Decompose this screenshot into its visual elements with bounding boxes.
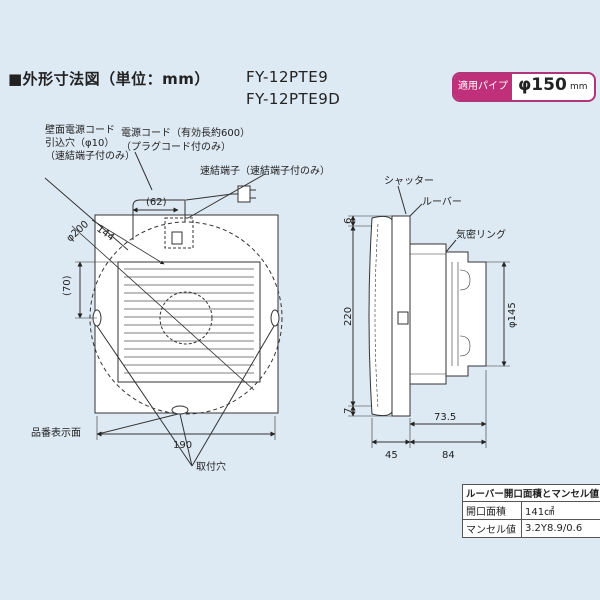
side-front-panel [368,215,393,417]
dim-84-text: 84 [442,450,455,461]
dim-220-text: 220 [343,307,354,326]
leader-cord [134,151,153,191]
model-number-1: FY-12PTE9 [246,68,329,86]
dim-70-text: (70) [62,275,73,296]
side-labels: シャッター ルーバー 気密リング 6 220 7 φ145 73.5 45 84 [343,175,518,461]
leader-shutter [397,185,407,215]
front-grille-frame [117,261,261,383]
pipe-badge-label: 適用パイプ [454,74,512,100]
inner-dashed-circle [159,291,213,345]
shutter-label: シャッター [384,175,434,187]
pipe-badge-value: φ150 [518,75,567,95]
spec-key-munsell: マンセル値 [462,519,522,538]
leader-mount-left [96,325,193,467]
mount-holes-label: 取付穴 [196,460,226,473]
leader-gasket [445,239,457,253]
dim-190-text: 190 [173,440,192,451]
spec-table-header: ルーバー開口面積とマンセル値 [462,484,600,502]
table-row: マンセル値 3.2Y8.9/0.6 [462,519,600,538]
leader-model-plate [97,413,179,435]
mount-hole-right [270,309,280,327]
terminal-box-inner [171,231,183,245]
model-plate-label: 品番表示面 [31,426,81,439]
leader-louver [409,203,423,217]
side-body [409,243,447,385]
dim-145-text: φ145 [507,302,518,328]
leader-wall-hole [44,177,129,251]
spec-value-munsell: 3.2Y8.9/0.6 [521,519,600,538]
leader-mount-right [191,325,275,467]
dim-45-text: 45 [385,450,398,461]
side-view [348,185,510,448]
power-cord-path [132,199,186,240]
power-cord-lead [185,193,238,201]
cord-label-1: 電源コード（有効長約600） [121,126,250,139]
wall-hole-label-3: （速結端子付のみ） [45,149,135,162]
dim-7-text: 7 [343,408,354,414]
louver-slats [124,268,254,374]
terminal-label: 速結端子（速結端子付のみ） [200,164,330,177]
side-louver-plate [391,215,411,417]
diagonal-144-line [91,219,165,265]
spec-value-area: 141㎠ [521,501,600,520]
pipe-size-badge: 適用パイプ φ150 mm [452,72,596,102]
leader-terminal [187,173,266,219]
spec-key-area: 開口面積 [462,501,522,520]
wall-hole-label-1: 壁面電源コード [45,123,115,136]
dim-62-text: (62) [146,197,167,208]
dim-6-text: 6 [343,218,354,224]
side-terminal [397,311,409,325]
gasket-label: 気密リング [456,228,506,241]
dim-73-5-text: 73.5 [434,412,456,423]
mount-hole-bottom [171,405,189,415]
leader-mount-bottom [179,413,193,467]
diagonal-200-line [71,225,255,391]
cord-label-2: （プラグコード付のみ） [121,140,231,153]
model-number-2: FY-12PTE9D [246,90,341,108]
pipe-badge-unit: mm [570,82,588,92]
louver-spec-table: ルーバー開口面積とマンセル値 開口面積 141㎠ マンセル値 3.2Y8.9/0… [462,484,600,538]
wall-hole-label-2: 引込穴（φ10） [45,136,114,149]
page-title: ■外形寸法図（単位：mm） [8,70,210,88]
table-row: 開口面積 141㎠ [462,501,600,520]
louver-label: ルーバー [422,196,462,208]
terminal-box [164,217,194,249]
dim-200-text: φ200 [65,219,91,244]
front-labels: 壁面電源コード 引込穴（φ10） （速結端子付のみ） 電源コード（有効長約600… [31,123,330,473]
front-view [44,151,283,467]
